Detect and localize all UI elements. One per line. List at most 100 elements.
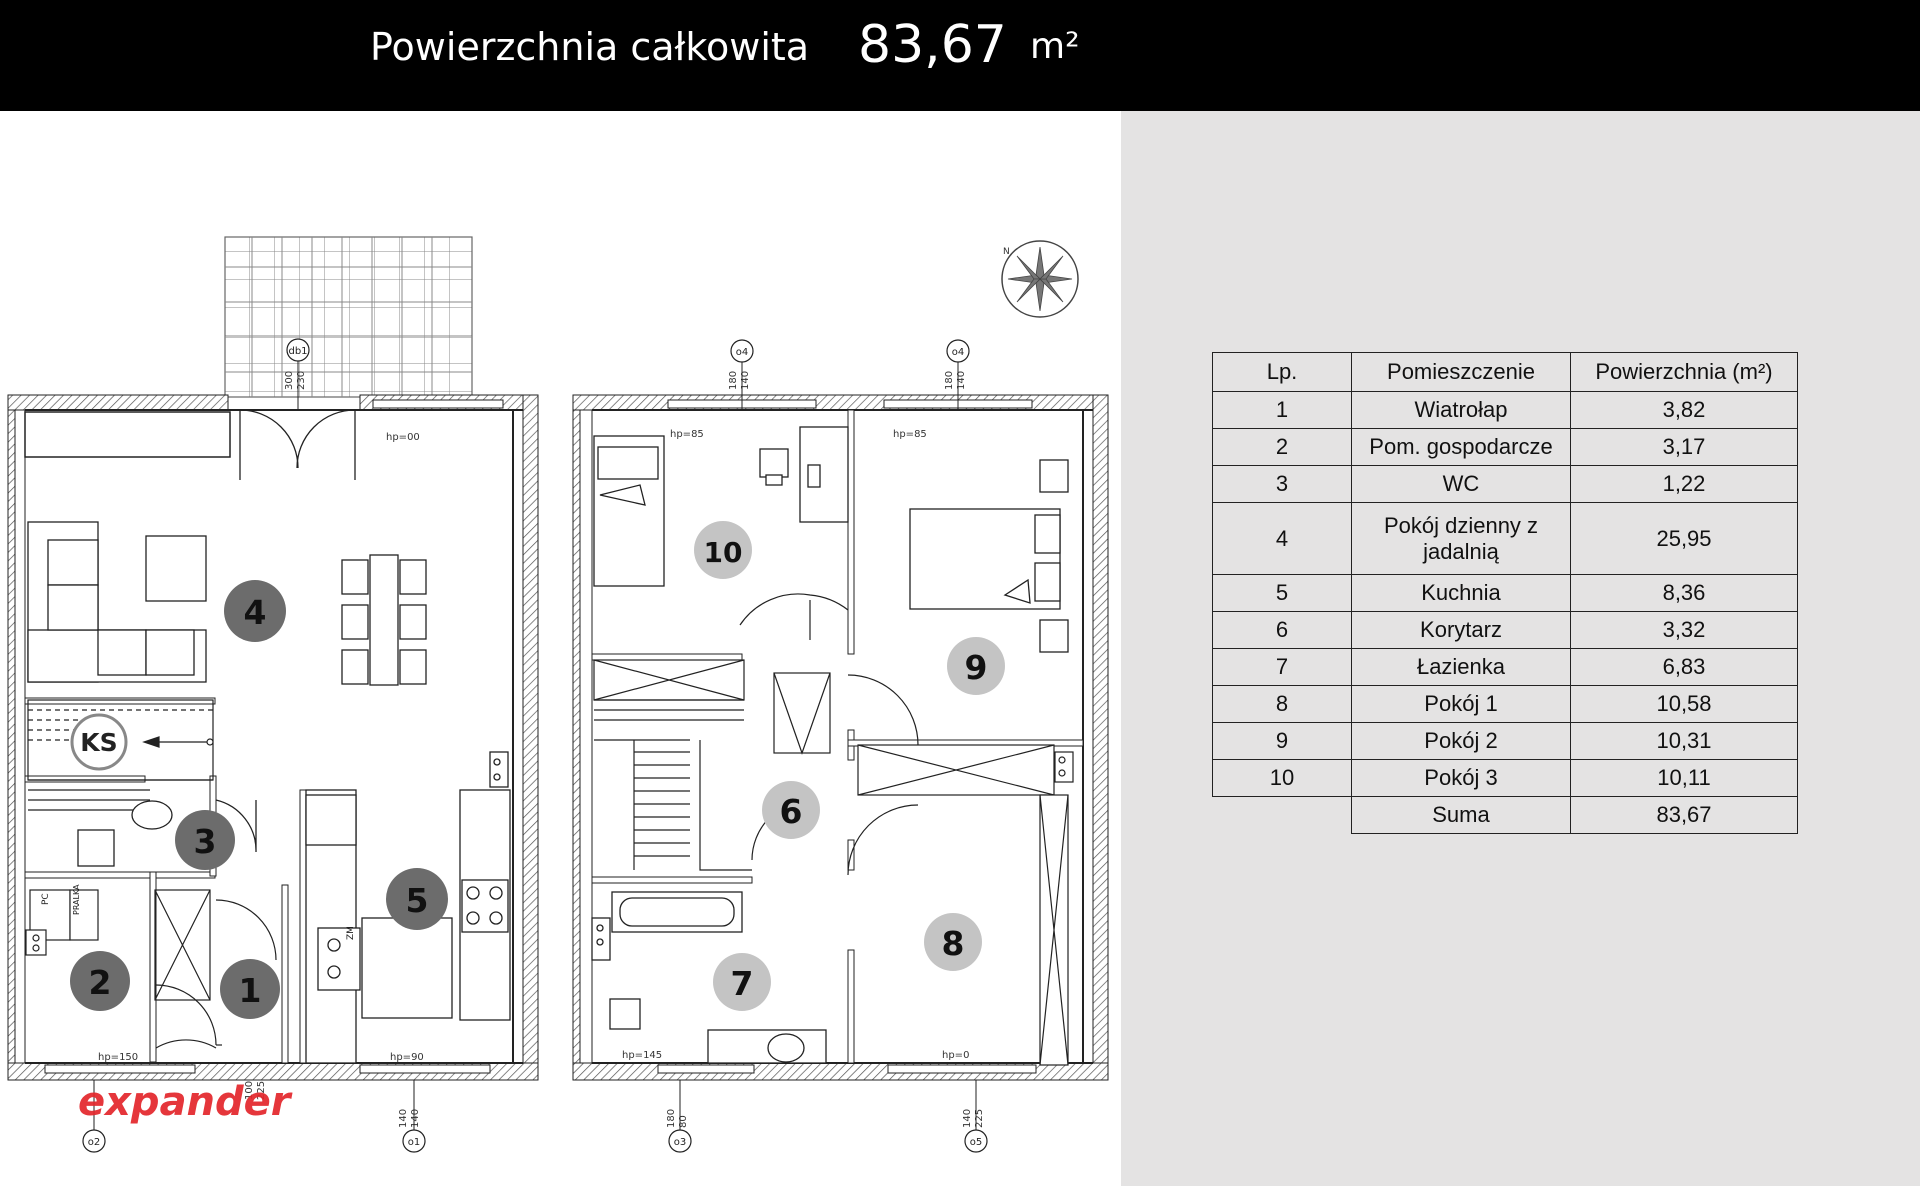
window-tag-o4-a-label: o4	[736, 347, 748, 358]
table-cell-name: Pokój 1	[1351, 685, 1571, 723]
window-tag-o2	[82, 1129, 106, 1153]
brand-watermark: expander	[78, 1079, 293, 1125]
table-cell-lp: 9	[1212, 722, 1352, 760]
room-number-6: 6	[780, 792, 803, 831]
dim-o1-1: 140	[398, 1109, 409, 1128]
table-row: 5 Kuchnia 8,36	[1212, 574, 1798, 612]
table-cell-lp: 6	[1212, 611, 1352, 649]
window-tag-o4-b-label: o4	[952, 347, 964, 358]
table-cell-name: Pom. gospodarcze	[1351, 428, 1571, 466]
sofa	[27, 521, 207, 683]
table-cell-area: 25,95	[1570, 502, 1798, 575]
table-sum-row: Suma 83,67	[1213, 796, 1798, 834]
label-boiler: PC	[41, 893, 51, 905]
room-number-5: 5	[406, 881, 429, 920]
first-floor-walls	[572, 394, 1109, 1081]
dim-door-2: 225	[256, 1081, 267, 1100]
window-tag-o3-label: o3	[674, 1137, 686, 1148]
room10-furniture	[593, 426, 849, 587]
floor-plan-panel: KS PC PRALKA ZM 1 2 3	[0, 111, 1121, 1186]
window-tag-o5-label: o5	[970, 1137, 982, 1148]
table-cell-lp: 8	[1212, 685, 1352, 723]
bathroom-fixtures	[591, 891, 827, 1064]
room-number-1: 1	[239, 971, 262, 1010]
floor-plan-drawing: KS PC PRALKA ZM 1 2 3	[7, 236, 1109, 1153]
room-number-2: 2	[89, 963, 112, 1002]
table-cell-blank	[1213, 797, 1352, 834]
table-cell-name: Wiatrołap	[1351, 391, 1571, 429]
front-door-arc	[155, 1039, 217, 1049]
table-cell-name: Korytarz	[1351, 611, 1571, 649]
room-badge-4	[224, 580, 286, 642]
room-badge-7	[713, 953, 771, 1011]
label-washer: PRALKA	[72, 884, 81, 915]
room-number-9: 9	[965, 648, 988, 687]
table-header: Lp.	[1212, 352, 1352, 392]
table-row: 10 Pokój 3 10,11	[1212, 759, 1798, 797]
room9-furniture	[909, 459, 1069, 653]
room-number-7: 7	[731, 964, 754, 1003]
table-row: 2 Pom. gospodarcze 3,17	[1212, 428, 1798, 466]
table-row: 4 Pokój dzienny z jadalnią 25,95	[1212, 502, 1798, 575]
table-row: 6 Korytarz 3,32	[1212, 611, 1798, 649]
utility-fixtures	[25, 889, 277, 1046]
window-tag-o4-b	[946, 339, 970, 363]
table-cell-area: 10,11	[1570, 759, 1798, 797]
table-cell-area: 3,82	[1570, 391, 1798, 429]
dim-terrace-2: 230	[296, 371, 307, 390]
dim-o3-1: 180	[666, 1109, 677, 1128]
label-zm: ZM	[346, 926, 356, 940]
room-badge-3	[175, 810, 235, 870]
table-row: 8 Pokój 1 10,58	[1212, 685, 1798, 723]
area-table: Lp. Pomieszczenie Powierzchnia (m²) 1 Wi…	[1212, 352, 1798, 834]
room-number-8: 8	[942, 924, 965, 963]
wc-fixtures	[77, 799, 257, 867]
table-row: 7 Łazienka 6,83	[1212, 648, 1798, 686]
table-cell-lp: 5	[1212, 574, 1352, 612]
room-number-10: 10	[704, 536, 743, 569]
dim-o4b-1: 180	[944, 371, 955, 390]
compass-icon	[1001, 240, 1079, 318]
room-badge-ks	[70, 713, 128, 771]
table-cell-lp: 4	[1212, 502, 1352, 575]
wardrobes	[857, 744, 1074, 1066]
table-cell-lp: 2	[1212, 428, 1352, 466]
total-area-unit: m²	[1030, 26, 1080, 67]
table-cell-area: 8,36	[1570, 574, 1798, 612]
table-cell-lp: 3	[1212, 465, 1352, 503]
dining-table	[341, 554, 427, 686]
window-tag-o1-label: o1	[408, 1137, 420, 1148]
dim-o1-2: 140	[410, 1109, 421, 1128]
room-badge-10	[694, 521, 752, 579]
window-tag-o5	[964, 1129, 988, 1153]
table-cell-area: 6,83	[1570, 648, 1798, 686]
table-cell-name: Łazienka	[1351, 648, 1571, 686]
table-header-row: Lp. Pomieszczenie Powierzchnia (m²)	[1212, 352, 1798, 392]
hp-room8: hp=0	[942, 1050, 969, 1061]
terrace-doors	[239, 409, 356, 480]
dim-door-1: 100	[244, 1081, 255, 1100]
room-badge-1	[220, 959, 280, 1019]
room-number-3: 3	[194, 822, 217, 861]
hp-left-window: hp=150	[98, 1052, 138, 1063]
dim-o5-2: 225	[974, 1109, 985, 1128]
room-badge-5	[386, 868, 448, 930]
table-cell-lp: 1	[1212, 391, 1352, 429]
table-cell-area: 1,22	[1570, 465, 1798, 503]
first-floor-stairs	[593, 593, 919, 876]
table-cell-name: Pokój dzienny z jadalnią	[1351, 502, 1571, 575]
stairs-ground	[27, 699, 214, 811]
window-tag-o1	[402, 1129, 426, 1153]
hp-bottom-window: hp=90	[390, 1052, 424, 1063]
room-label-ks: KS	[80, 728, 117, 757]
window-tag-db1	[286, 338, 310, 362]
compass-label: N	[1003, 247, 1010, 257]
table-cell-area: 10,58	[1570, 685, 1798, 723]
table-sum-label: Suma	[1351, 796, 1571, 834]
header-bar: Powierzchnia całkowita 83,67 m²	[0, 0, 1920, 111]
room-number-4: 4	[244, 593, 267, 632]
room-badge-2	[70, 951, 130, 1011]
table-row: 3 WC 1,22	[1212, 465, 1798, 503]
table-cell-name: Kuchnia	[1351, 574, 1571, 612]
dim-o3-2: 80	[678, 1115, 689, 1128]
